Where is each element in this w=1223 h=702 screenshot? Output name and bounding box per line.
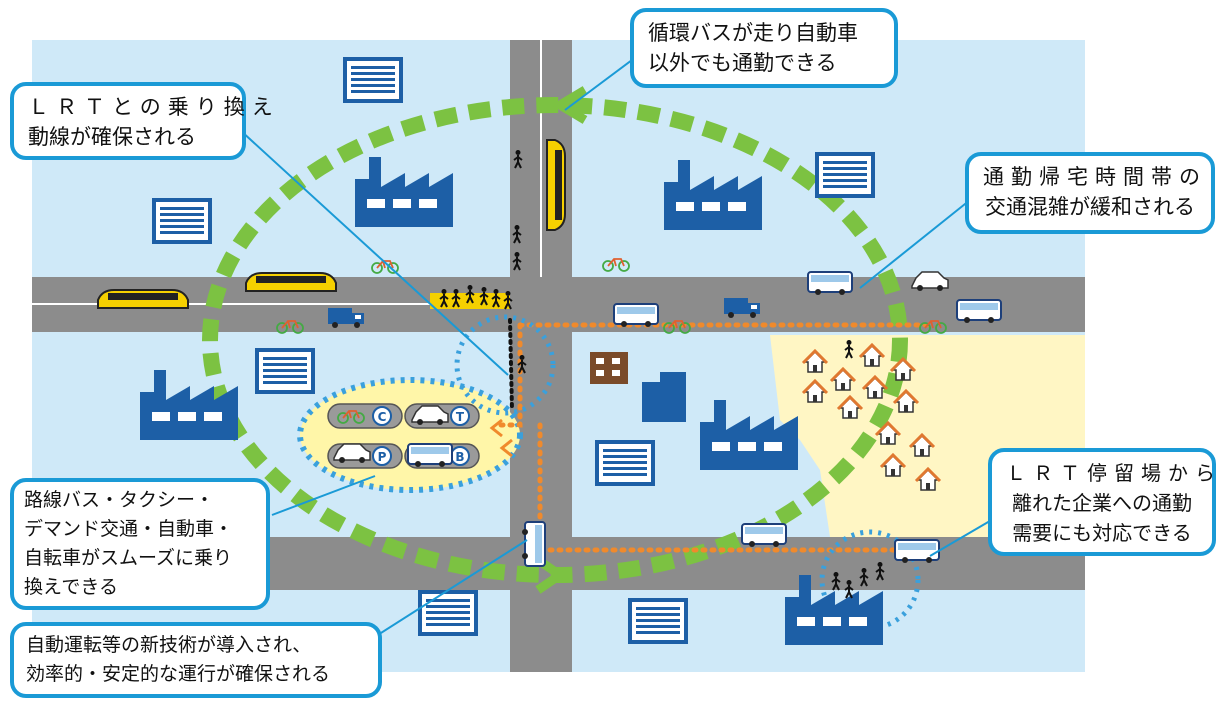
- transfer-hub-glow: [297, 377, 523, 493]
- callout-line: デマンド交通・自動車・: [24, 518, 234, 540]
- callout-line: ＬＲＴ停留場から: [1006, 461, 1222, 485]
- bus-icon: [613, 303, 659, 328]
- transfer-hub: C T P B: [327, 403, 480, 469]
- callout-rush-hour: 通勤帰宅時間帯の 交通混雑が緩和される: [965, 152, 1215, 234]
- lrt-tram-icon: [546, 139, 566, 231]
- hub-label-taxi: T: [456, 410, 465, 424]
- callout-line: ＬＲＴとの乗り換え: [28, 95, 280, 119]
- callout-line: 自動運転等の新技術が導入され、: [26, 634, 312, 656]
- tower-building-icon: [642, 372, 686, 422]
- callout-line: 交通混雑が緩和される: [985, 195, 1195, 219]
- callout-line: 路線バス・タクシー・: [24, 489, 215, 511]
- callout-far-companies: ＬＲＴ停留場から 離れた企業への通勤 需要にも対応できる: [988, 448, 1216, 556]
- office-building-icon: [343, 57, 403, 103]
- callout-line: 通勤帰宅時間帯の: [983, 165, 1207, 189]
- bus-icon: [807, 271, 853, 296]
- office-building-icon: [418, 590, 478, 636]
- callout-line: 換えできる: [24, 576, 119, 598]
- bus-icon: [956, 299, 1002, 324]
- callout-line: 自転車がスムーズに乗り: [24, 547, 233, 569]
- callout-line: 循環バスが走り自動車: [648, 21, 858, 45]
- bus-icon: [894, 539, 940, 564]
- feeder-arrow: [489, 418, 513, 458]
- loop-arrow-top: [551, 86, 588, 124]
- office-building-icon: [628, 598, 688, 644]
- callout-line: 以外でも通勤できる: [648, 51, 837, 75]
- autonomous-bus-icon: [521, 521, 546, 567]
- office-building-icon: [152, 198, 212, 244]
- callout-loop-bus: 循環バスが走り自動車 以外でも通勤できる: [630, 8, 898, 88]
- callout-line: 離れた企業への通勤: [1012, 491, 1192, 515]
- callout-lrt-transfer: ＬＲＴとの乗り換え 動線が確保される: [10, 82, 280, 160]
- callout-autonomous: 自動運転等の新技術が導入され、 効率的・安定的な運行が確保される: [10, 622, 382, 698]
- callout-leaders: [239, 44, 996, 641]
- bus-icon: [741, 523, 787, 548]
- callout-line: 動線が確保される: [28, 125, 196, 149]
- callout-hub-transfer: 路線バス・タクシー・ デマンド交通・自動車・ 自転車がスムーズに乗り 換えできる: [10, 478, 270, 610]
- hub-label-bus: B: [455, 450, 464, 464]
- lrt-tram-icon: [97, 289, 189, 309]
- brick-building-icon: [590, 352, 628, 384]
- remote-stop-zone: [819, 529, 921, 631]
- hub-label-cycle: C: [378, 410, 387, 424]
- walkway-dots: [508, 318, 514, 412]
- lrt-stop-zone: [454, 314, 556, 416]
- callout-line: 需要にも対応できる: [1012, 521, 1192, 545]
- lrt-tram-icon: [245, 272, 337, 292]
- callout-line: 効率的・安定的な運行が確保される: [26, 663, 331, 685]
- office-building-icon: [815, 152, 875, 198]
- office-building-icon: [255, 348, 315, 394]
- hub-label-parking: P: [378, 450, 387, 464]
- office-building-icon: [595, 440, 655, 486]
